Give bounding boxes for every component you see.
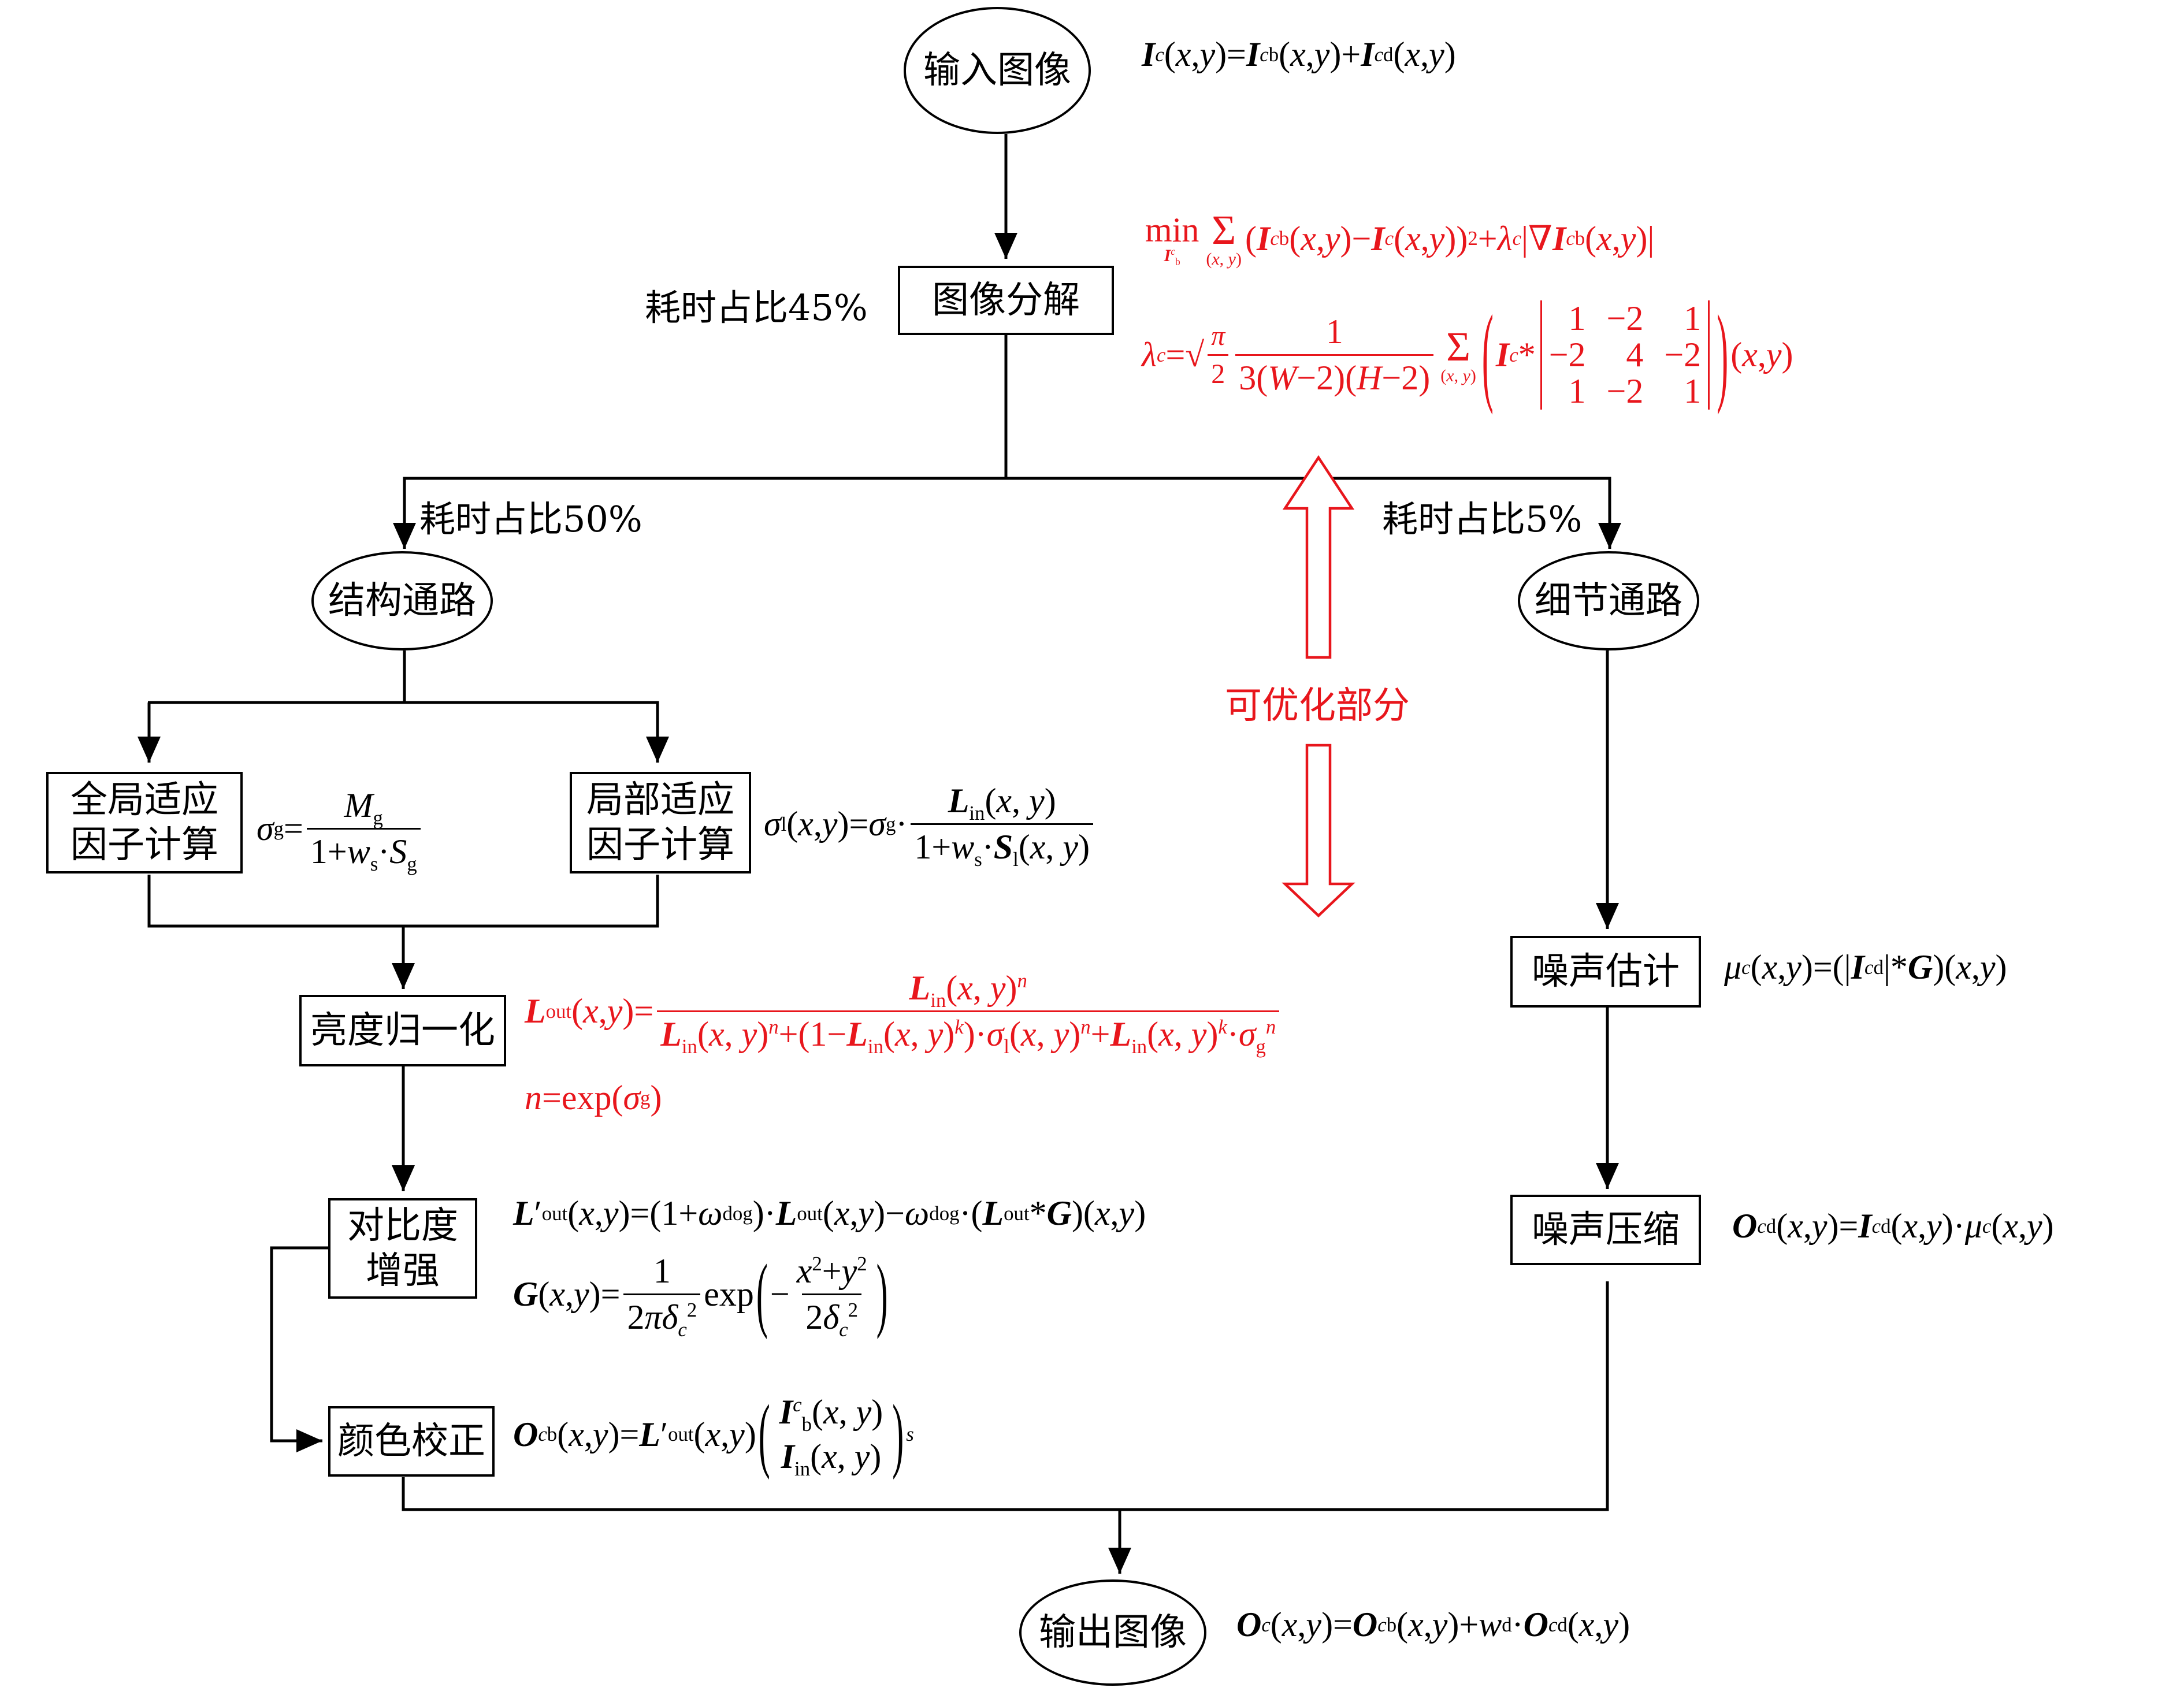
arrow-to-color (270, 1246, 328, 1452)
contrast-enhancement-node: 对比度增强 (328, 1198, 477, 1299)
output-image-node: 输出图像 (1019, 1579, 1206, 1686)
merge-factors (147, 875, 659, 928)
arrow-to-structure (393, 335, 1008, 549)
up-arrow-icon (1282, 455, 1355, 659)
noise-estimation-node: 噪声估计 (1510, 936, 1701, 1008)
arrow-to-local (149, 701, 669, 763)
optimizable-part-label: 可优化部分 (1225, 685, 1410, 727)
time-ratio-detail-label: 耗时占比5% (1382, 498, 1583, 540)
input-image-node: 输入图像 (904, 7, 1091, 134)
luminance-normalization-node: 亮度归一化 (299, 995, 506, 1066)
local-adaptation-factor-node: 局部适应因子计算 (570, 772, 751, 873)
time-ratio-structure-label: 耗时占比50% (419, 498, 642, 540)
global-adaptation-factor-node: 全局适应因子计算 (46, 772, 243, 873)
down-arrow-icon (1282, 744, 1355, 918)
arrow-to-detail (1006, 477, 1621, 549)
color-correction-node: 颜色校正 (328, 1406, 495, 1477)
image-decomposition-node: 图像分解 (898, 266, 1114, 335)
noise-compression-node: 噪声压缩 (1510, 1195, 1701, 1265)
structure-path-node: 结构通路 (311, 551, 493, 651)
merge-to-output (402, 1281, 1609, 1511)
detail-path-node: 细节通路 (1518, 551, 1699, 651)
time-ratio-decompose-label: 耗时占比45% (645, 287, 868, 329)
